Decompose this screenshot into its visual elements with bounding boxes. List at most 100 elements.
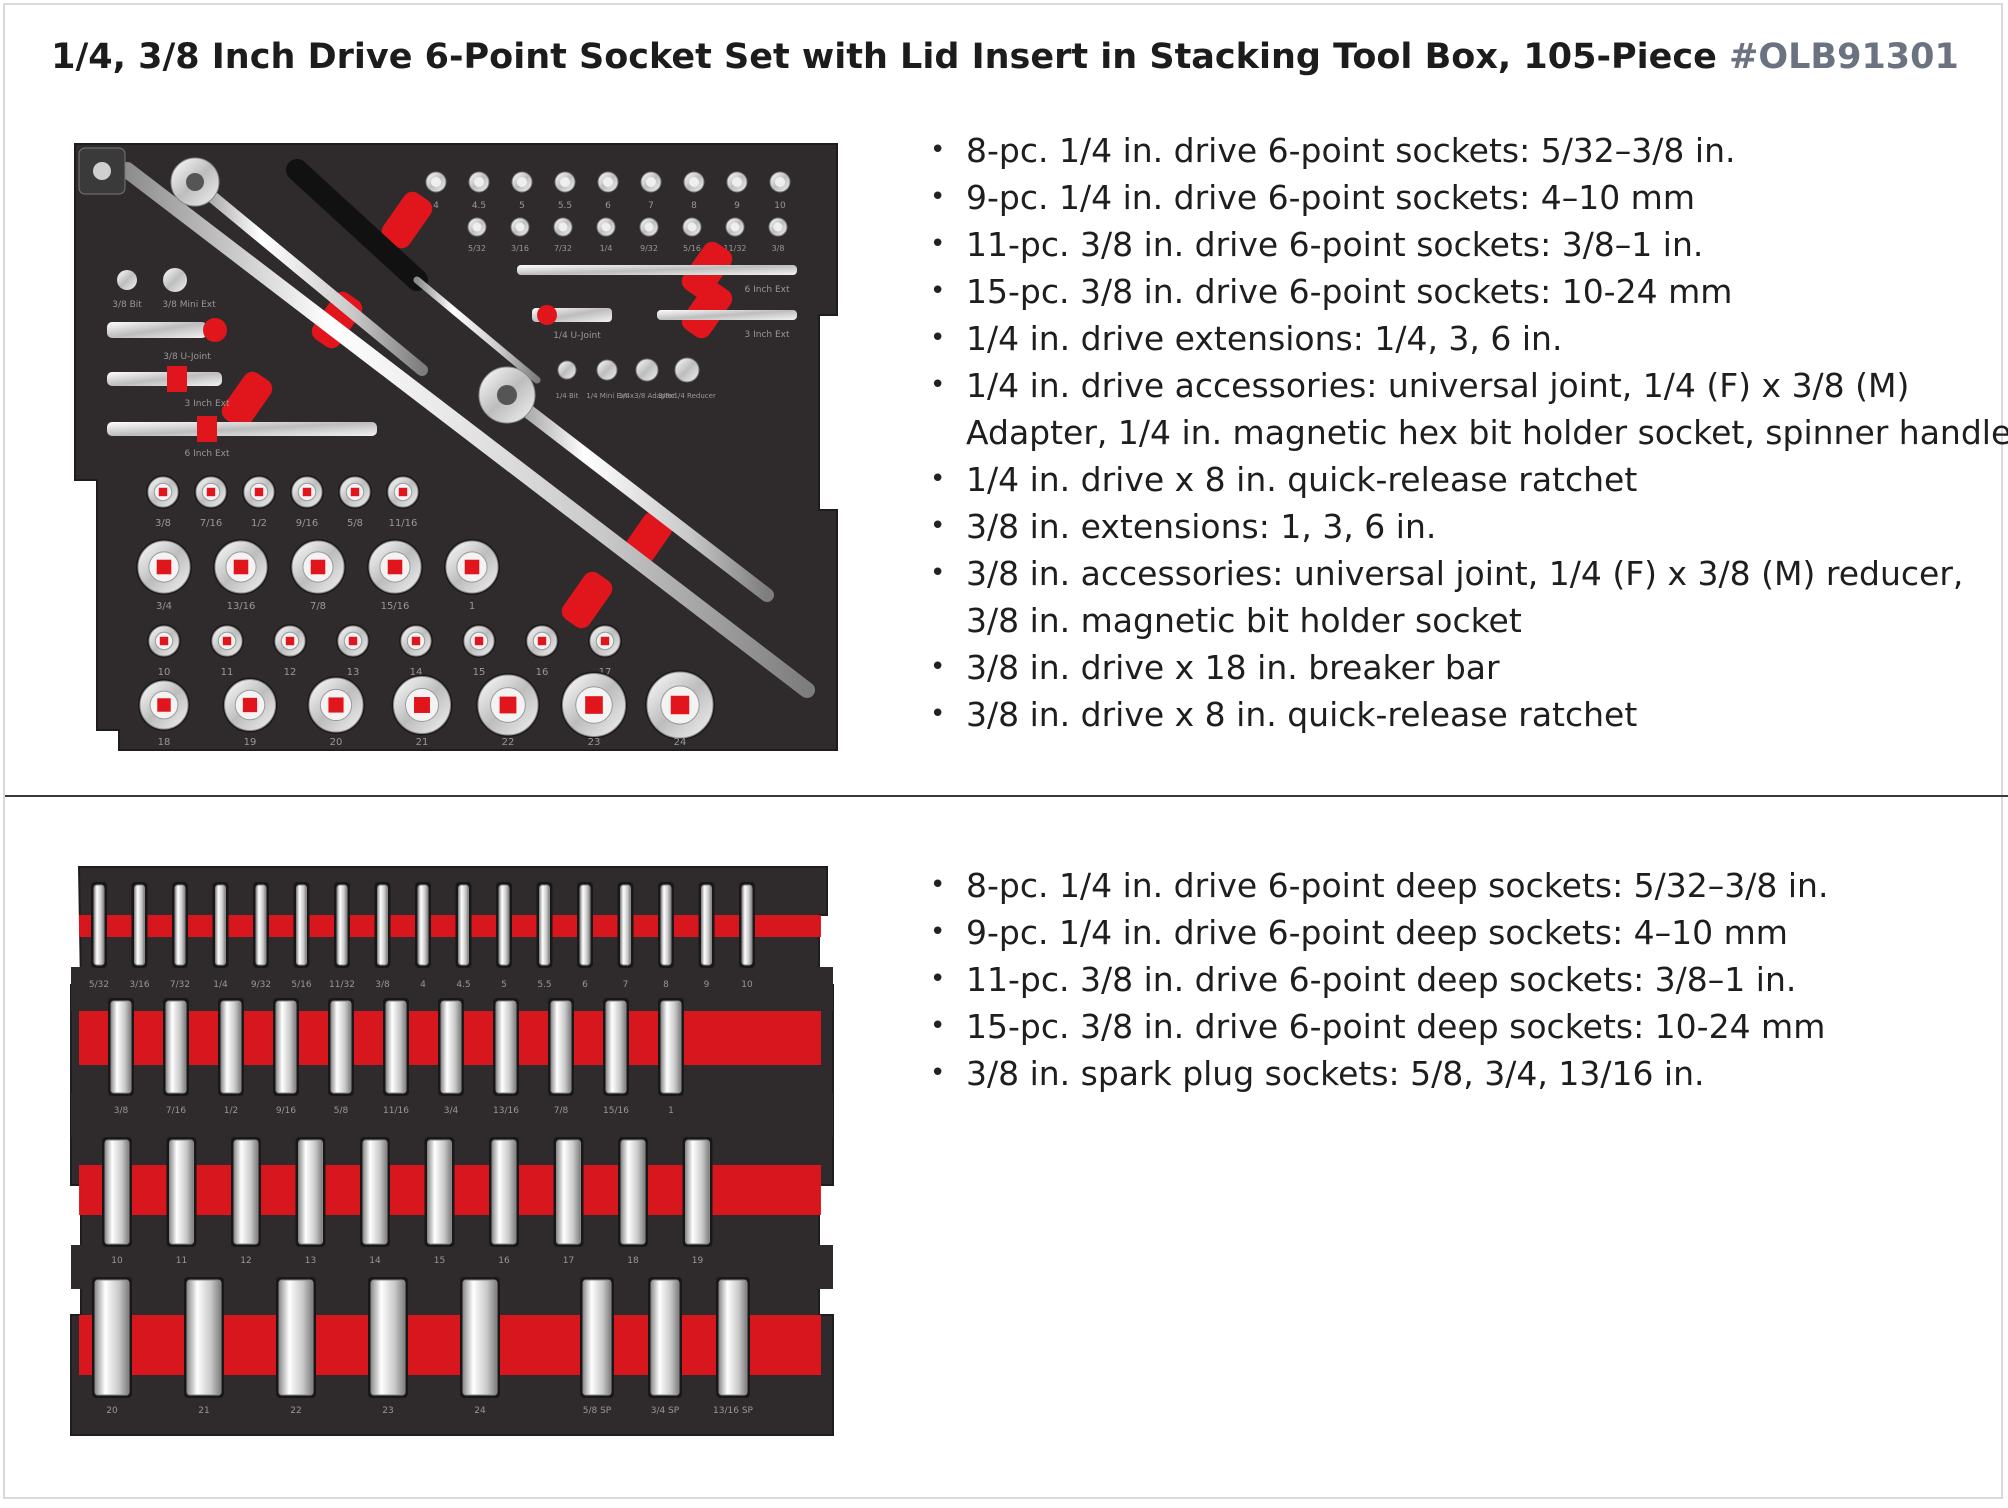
socket-bore bbox=[515, 222, 525, 232]
deep-socket bbox=[94, 1279, 130, 1396]
quarter-ratchet-handle bbox=[186, 174, 428, 376]
product-sheet: 1/4, 3/8 Inch Drive 6-Point Socket Set w… bbox=[3, 3, 2008, 1499]
size-label: 22 bbox=[290, 1406, 301, 1416]
size-label: 9 bbox=[734, 201, 740, 211]
size-label: 24 bbox=[674, 737, 687, 748]
size-label: 5/8 SP bbox=[583, 1406, 612, 1416]
accessory bbox=[557, 360, 577, 380]
size-label: 1/2 bbox=[224, 1106, 238, 1116]
deep-socket bbox=[539, 884, 550, 966]
deep-socket bbox=[174, 884, 186, 966]
size-label: 7/32 bbox=[170, 980, 190, 990]
size-label: 5/32 bbox=[89, 980, 109, 990]
size-label: 11/16 bbox=[383, 1106, 409, 1116]
size-label: 3/8 U-Joint bbox=[163, 352, 211, 362]
drive-square bbox=[387, 559, 403, 575]
title-text: 1/4, 3/8 Inch Drive 6-Point Socket Set w… bbox=[51, 37, 1717, 77]
deep-socket bbox=[660, 1000, 682, 1094]
size-label: 11 bbox=[176, 1256, 187, 1266]
universal-joint bbox=[107, 322, 207, 338]
drive-square bbox=[464, 559, 480, 575]
size-label: 20 bbox=[106, 1406, 118, 1416]
drive-square bbox=[159, 636, 169, 646]
extension-bar bbox=[107, 372, 222, 386]
mini-ext bbox=[163, 268, 187, 292]
size-label: 8 bbox=[691, 201, 697, 211]
size-label: 16 bbox=[536, 667, 549, 678]
size-label: 4 bbox=[433, 201, 439, 211]
drive-square bbox=[537, 636, 547, 646]
size-label: 3/8 bbox=[772, 244, 785, 253]
feature-bullet: 1/4 in. drive x 8 in. quick-release ratc… bbox=[930, 456, 1990, 503]
drive-square bbox=[474, 636, 484, 646]
feature-bullet: 1/4 in. drive accessories: universal joi… bbox=[930, 362, 1990, 409]
size-label: 19 bbox=[692, 1256, 704, 1266]
feature-bullet: 1/4 in. drive extensions: 1/4, 3, 6 in. bbox=[930, 315, 1990, 362]
size-label: 15/16 bbox=[603, 1106, 629, 1116]
deep-socket bbox=[169, 1139, 194, 1245]
deep-socket bbox=[620, 1139, 646, 1245]
deep-socket bbox=[165, 1000, 187, 1094]
deep-socket bbox=[385, 1000, 407, 1094]
drive-square bbox=[310, 559, 326, 575]
size-label: 23 bbox=[588, 737, 601, 748]
feature-bullet: 3/8 in. drive x 18 in. breaker bar bbox=[930, 644, 1990, 691]
drive-square bbox=[254, 487, 264, 497]
size-label: 7 bbox=[623, 980, 629, 990]
size-label: 1 bbox=[668, 1106, 674, 1116]
red-strap bbox=[561, 571, 613, 629]
feature-bullet: 11-pc. 3/8 in. drive 6-point sockets: 3/… bbox=[930, 221, 1990, 268]
drive-square bbox=[156, 559, 172, 575]
size-label: 13/16 bbox=[227, 601, 256, 612]
size-label: 5 bbox=[519, 201, 525, 211]
size-label: 4 bbox=[420, 980, 426, 990]
drive-square bbox=[585, 696, 603, 714]
drive-square bbox=[328, 697, 344, 713]
ratchet-drive bbox=[186, 173, 204, 191]
deep-socket bbox=[298, 1139, 323, 1245]
extension-bar bbox=[657, 310, 797, 320]
size-label: 13 bbox=[305, 1256, 316, 1266]
size-label: 1/4 bbox=[600, 244, 613, 253]
accessory bbox=[674, 357, 700, 383]
deep-socket bbox=[255, 884, 267, 966]
size-label: 21 bbox=[416, 737, 429, 748]
size-label: 12 bbox=[284, 667, 297, 678]
feature-bullet: 3/8 in. spark plug sockets: 5/8, 3/4, 13… bbox=[930, 1050, 1990, 1097]
socket-bore bbox=[431, 177, 441, 187]
size-label: 9/32 bbox=[251, 980, 271, 990]
size-label: 3/8 Mini Ext bbox=[162, 300, 216, 310]
bit-holder bbox=[117, 270, 137, 290]
deep-socket bbox=[582, 1279, 612, 1396]
size-label: 3/4 bbox=[444, 1106, 459, 1116]
deep-socket bbox=[278, 1279, 314, 1396]
feature-bullet: 15-pc. 3/8 in. drive 6-point deep socket… bbox=[930, 1003, 1990, 1050]
feature-bullet: 3/8 in. extensions: 1, 3, 6 in. bbox=[930, 503, 1990, 550]
socket-bore bbox=[646, 177, 656, 187]
size-label: 7 bbox=[648, 201, 654, 211]
breaker-bar-drive bbox=[93, 162, 111, 180]
deep-socket bbox=[296, 884, 307, 966]
size-label: 11/32 bbox=[723, 244, 746, 253]
size-label: 10 bbox=[741, 980, 753, 990]
size-label: 22 bbox=[502, 737, 515, 748]
size-label: 1/2 bbox=[251, 518, 267, 529]
socket-bore bbox=[558, 222, 568, 232]
size-label: 7/16 bbox=[200, 518, 222, 529]
spinner-handle-shaft bbox=[413, 276, 541, 384]
accessory bbox=[635, 358, 659, 382]
foam-insert bbox=[74, 143, 838, 751]
size-label: 5/16 bbox=[291, 980, 311, 990]
size-label: 17 bbox=[563, 1256, 574, 1266]
deep-socket bbox=[336, 884, 348, 966]
deep-socket bbox=[186, 1279, 222, 1396]
deep-socket bbox=[650, 1279, 680, 1396]
sku-code: #OLB91301 bbox=[1729, 37, 1959, 77]
drive-square bbox=[411, 636, 421, 646]
size-label: 3/8 Bit bbox=[112, 300, 142, 310]
drive-square bbox=[398, 487, 408, 497]
socket-bore bbox=[644, 222, 654, 232]
size-label: 11 bbox=[221, 667, 234, 678]
size-label: 9/16 bbox=[276, 1106, 296, 1116]
drive-square bbox=[206, 487, 216, 497]
